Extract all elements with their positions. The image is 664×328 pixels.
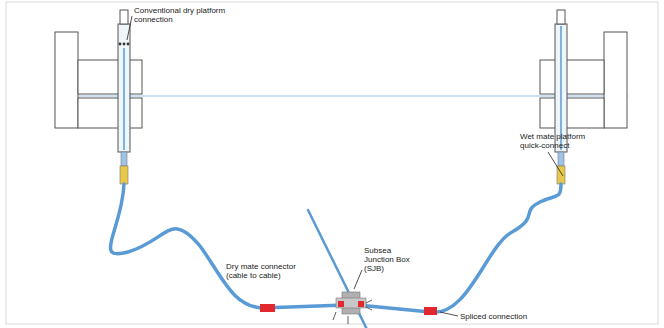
- callout-label: Subsea Junction Box (SJB): [364, 246, 420, 273]
- dry-connection-dots: [119, 43, 130, 46]
- callout-label: Spliced connection: [460, 312, 560, 321]
- callout-label: Wet mate platform quick-connect: [520, 132, 600, 150]
- right-platform: [540, 10, 627, 152]
- leader-lines: [127, 16, 563, 316]
- dry-mate-connector: [260, 304, 275, 312]
- spliced-connector: [424, 307, 437, 315]
- subsea-cable: [110, 184, 561, 328]
- frame: [6, 2, 658, 324]
- callout-label: Dry mate connector (cable to cable): [226, 262, 318, 280]
- subsea-junction-box: [333, 292, 372, 324]
- left-platform: [55, 10, 142, 152]
- left-connector: [120, 166, 128, 184]
- callout-label: Conventional dry platform connection: [134, 6, 226, 24]
- sea-surface: [55, 95, 628, 96]
